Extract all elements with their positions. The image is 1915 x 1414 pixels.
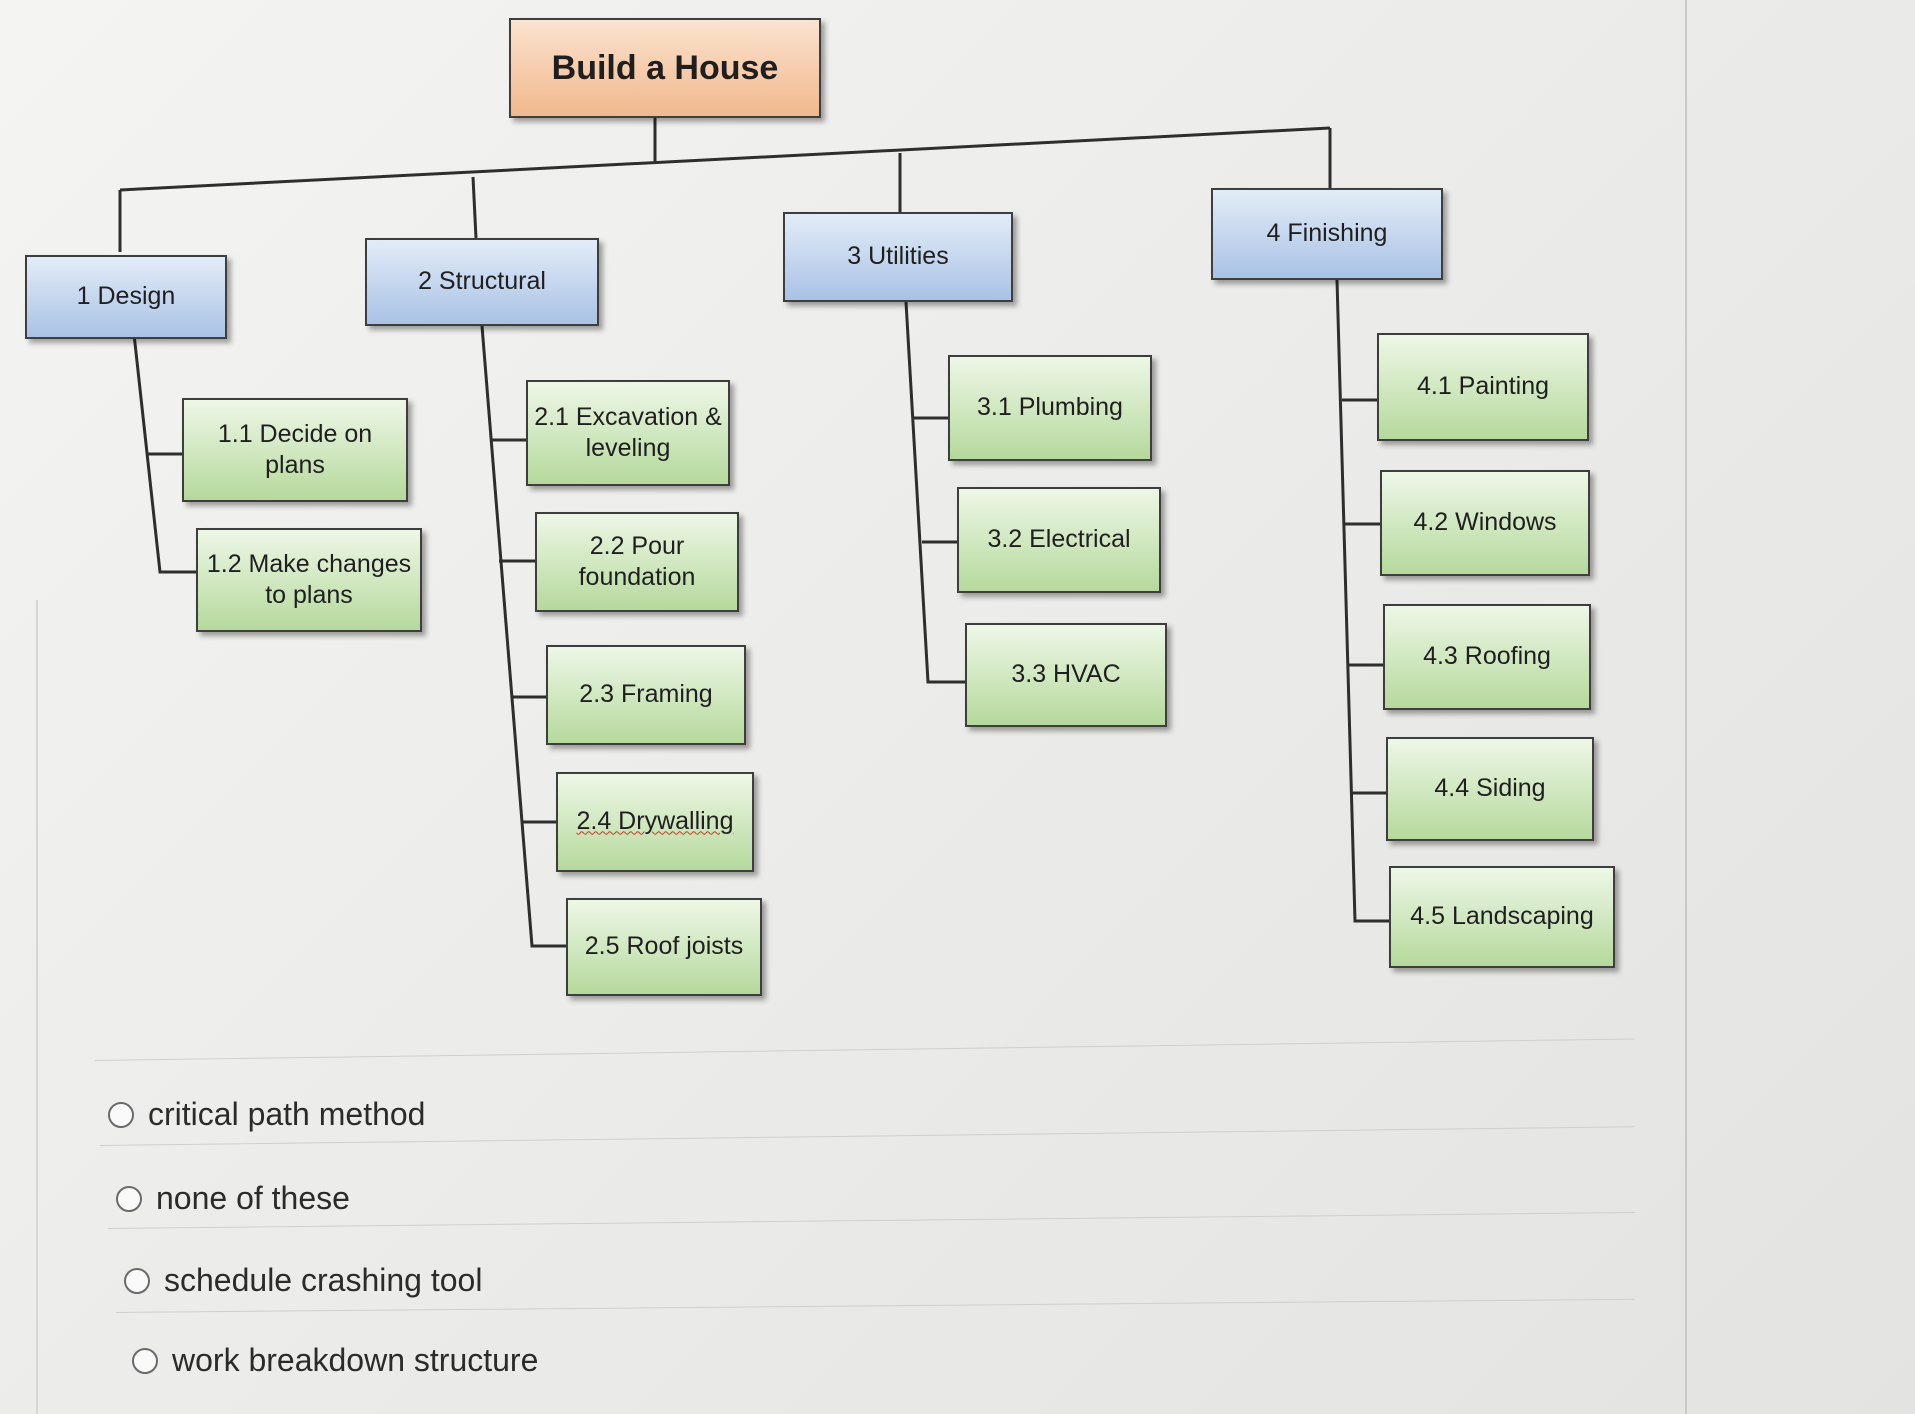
task-2-5-label: 2.5 Roof joists [584, 932, 744, 961]
phase-design-label: 1 Design [76, 282, 176, 311]
option-label: critical path method [148, 1096, 426, 1132]
utilities-spine [904, 301, 968, 684]
wbs-root-label: Build a House [551, 48, 779, 87]
phase-structural-label: 2 Structural [418, 267, 546, 296]
option-work-breakdown-structure[interactable]: work breakdown structure [132, 1342, 538, 1379]
page-edge-right [1685, 0, 1687, 1414]
task-2-4-label: 2.4 Drywalling [576, 807, 734, 836]
task-3-3-label: 3.3 HVAC [1011, 660, 1121, 689]
phase-bus [119, 126, 1331, 192]
phase-design: 1 Design [25, 255, 227, 339]
task-4-2-label: 4.2 Windows [1413, 508, 1557, 537]
option-none-of-these[interactable]: none of these [116, 1180, 350, 1217]
phase-finishing: 4 Finishing [1211, 188, 1443, 280]
option-critical-path-method[interactable]: critical path method [108, 1096, 425, 1133]
task-4-5: 4.5 Landscaping [1389, 866, 1615, 968]
phase-utilities: 3 Utilities [783, 212, 1013, 302]
task-3-1: 3.1 Plumbing [948, 355, 1152, 461]
task-3-1-label: 3.1 Plumbing [977, 393, 1123, 422]
option-label: schedule crashing tool [164, 1262, 483, 1298]
option-label: work breakdown structure [172, 1342, 539, 1378]
wbs-root-box: Build a House [509, 18, 821, 118]
task-4-3: 4.3 Roofing [1383, 604, 1591, 710]
radio-button[interactable] [108, 1101, 134, 1128]
radio-button[interactable] [116, 1185, 142, 1212]
task-4-4-label: 4.4 Siding [1434, 774, 1546, 803]
task-3-2-label: 3.2 Electrical [987, 525, 1131, 554]
task-4-2: 4.2 Windows [1380, 470, 1590, 576]
task-4-1-label: 4.1 Painting [1416, 372, 1550, 401]
page-edge-left [36, 600, 38, 1414]
task-2-3-label: 2.3 Framing [579, 680, 713, 709]
task-2-4: 2.4 Drywalling [556, 772, 754, 872]
task-3-2: 3.2 Electrical [957, 487, 1161, 593]
task-2-3: 2.3 Framing [546, 645, 746, 745]
structural-drop [471, 176, 478, 239]
option-label: none of these [156, 1180, 350, 1216]
phase-utilities-label: 3 Utilities [847, 242, 949, 271]
task-2-5: 2.5 Roof joists [566, 898, 762, 996]
task-3-3: 3.3 HVAC [965, 623, 1167, 727]
phase-structural: 2 Structural [365, 238, 599, 326]
wbs-diagram: Build a House 1 Design 2 Structural 3 Ut… [25, 18, 1615, 996]
task-2-2: 2.2 Pour foundation [535, 512, 739, 612]
task-4-4: 4.4 Siding [1386, 737, 1594, 841]
structural-spine [480, 325, 573, 948]
task-2-1-label: 2.1 Excavation & leveling [534, 402, 722, 462]
task-1-2: 1.2 Make changes to plans [196, 528, 422, 632]
task-2-2-label: 2.2 Pour foundation [578, 531, 696, 591]
task-1-1: 1.1 Decide on plans [182, 398, 408, 502]
finishing-spine [1335, 279, 1392, 923]
radio-button[interactable] [124, 1267, 150, 1294]
option-divider [115, 1298, 1635, 1313]
phase-finishing-label: 4 Finishing [1266, 219, 1388, 248]
design-spine [132, 333, 197, 574]
task-2-1: 2.1 Excavation & leveling [526, 380, 730, 486]
option-schedule-crashing-tool[interactable]: schedule crashing tool [124, 1262, 482, 1299]
task-1-1-label: 1.1 Decide on plans [217, 419, 373, 479]
task-4-3-label: 4.3 Roofing [1423, 642, 1551, 671]
radio-button[interactable] [132, 1347, 158, 1374]
task-1-2-label: 1.2 Make changes to plans [206, 549, 412, 609]
task-4-1: 4.1 Painting [1377, 333, 1589, 441]
task-4-5-label: 4.5 Landscaping [1410, 902, 1594, 931]
connector-lines [118, 112, 1392, 948]
option-divider [94, 1038, 1635, 1061]
